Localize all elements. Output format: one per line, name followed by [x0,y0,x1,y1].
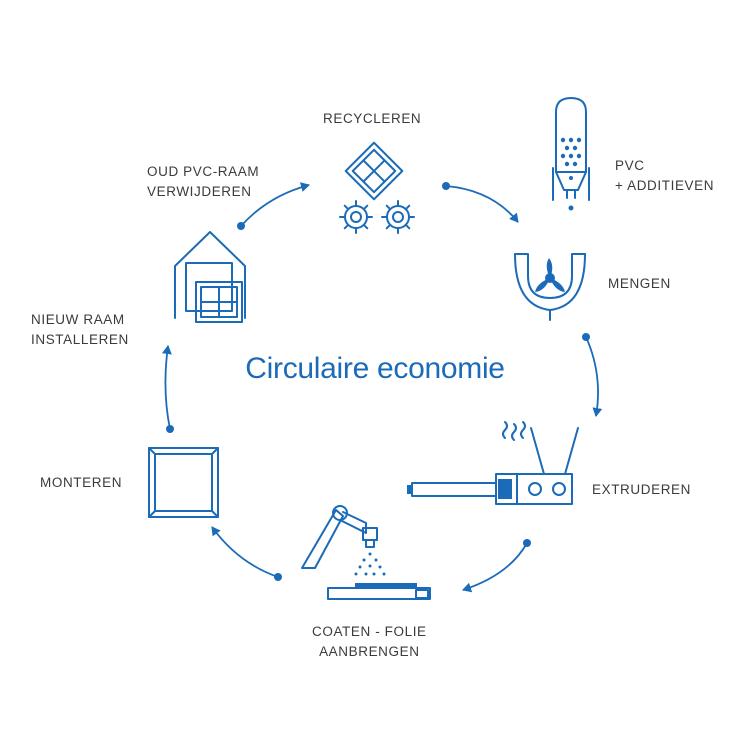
recycle-icon [339,141,415,234]
label-recycle-line-1: RECYCLEREN [323,111,422,126]
label-extrusion: EXTRUDEREN [592,480,691,500]
label-remove-line-1: OUD PVC-RAAM [147,164,260,179]
diagram-title: Circulaire economie [245,352,505,385]
label-assembly: MONTEREN [40,473,122,493]
label-install-line-2: INSTALLEREN [31,332,129,347]
extruder-icon [407,421,579,505]
label-pvc-additives: PVC + ADDITIEVEN [615,156,714,196]
label-coating-line-1: COATEN - FOLIE [312,624,427,639]
label-recycle: RECYCLEREN [323,109,421,129]
house-window-icon [174,231,246,323]
label-extrusion-line-1: EXTRUDEREN [592,482,692,497]
cycle-arrows [161,182,603,593]
window-frame-icon [148,447,219,518]
label-coating: COATEN - FOLIE AANBRENGEN [312,622,427,662]
label-install: NIEUW RAAM INSTALLEREN [31,310,129,350]
arrow-assembly-to-install [161,345,174,433]
mixer-icon [514,253,586,321]
label-mixing-line-1: MENGEN [608,276,671,291]
label-install-line-1: NIEUW RAAM [31,312,125,327]
label-mixing: MENGEN [608,274,671,294]
arrow-coating-to-assembly [211,526,282,581]
arrow-install-to-remove [237,182,310,230]
arrow-extrusion-to-coating [462,539,531,593]
arrow-recycle-to-mixing [442,182,519,223]
silo-icon [552,97,590,211]
label-remove: OUD PVC-RAAM VERWIJDEREN [147,162,259,202]
label-remove-line-2: VERWIJDEREN [147,184,252,199]
coating-robot-icon [301,505,431,600]
label-pvc-line-2: + ADDITIEVEN [615,178,715,193]
label-pvc-line-1: PVC [615,158,645,173]
label-assembly-line-1: MONTEREN [40,475,123,490]
label-coating-line-2: AANBRENGEN [319,644,420,659]
arrow-mixing-to-extrusion [582,333,603,417]
